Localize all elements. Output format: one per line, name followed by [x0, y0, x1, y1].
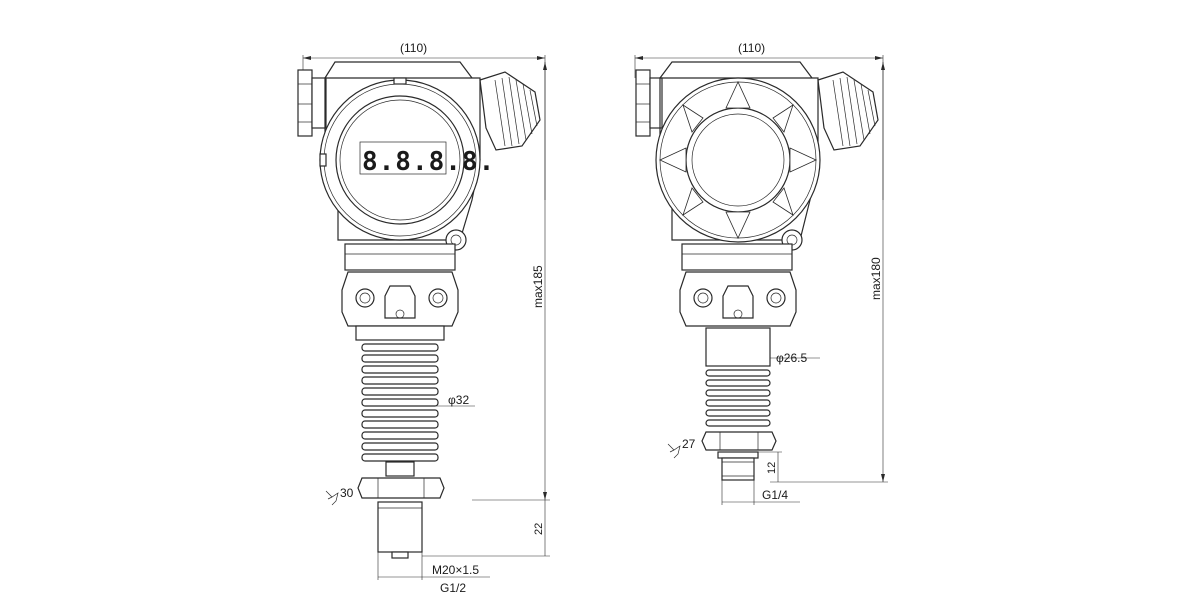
left-height-dim: max185	[531, 265, 545, 308]
left-cooling-fins	[361, 343, 439, 462]
right-thread: G1/4	[762, 488, 788, 502]
left-cable-gland	[479, 71, 541, 151]
right-cooling-fins	[705, 369, 771, 427]
left-width-dim: (110)	[400, 41, 427, 55]
left-pipe-dia: φ32	[448, 393, 469, 407]
left-thread-1: M20×1.5	[432, 563, 479, 577]
left-wrench-size: 30	[340, 486, 354, 500]
right-width-dim: (110)	[738, 41, 765, 55]
left-thread-2: G1/2	[440, 581, 466, 595]
right-transmitter: (110)	[634, 41, 888, 505]
right-cable-gland	[817, 71, 879, 151]
right-neck-dia: φ26.5	[776, 351, 807, 365]
right-thread-len: 12	[766, 462, 778, 474]
left-transmitter: (110) 8.8.8.8.	[297, 41, 550, 595]
left-thread-len: 22	[533, 523, 545, 535]
right-wrench-size: 27	[682, 437, 696, 451]
right-height-dim: max180	[869, 257, 883, 300]
left-display-readout: 8.8.8.8.	[362, 147, 495, 177]
